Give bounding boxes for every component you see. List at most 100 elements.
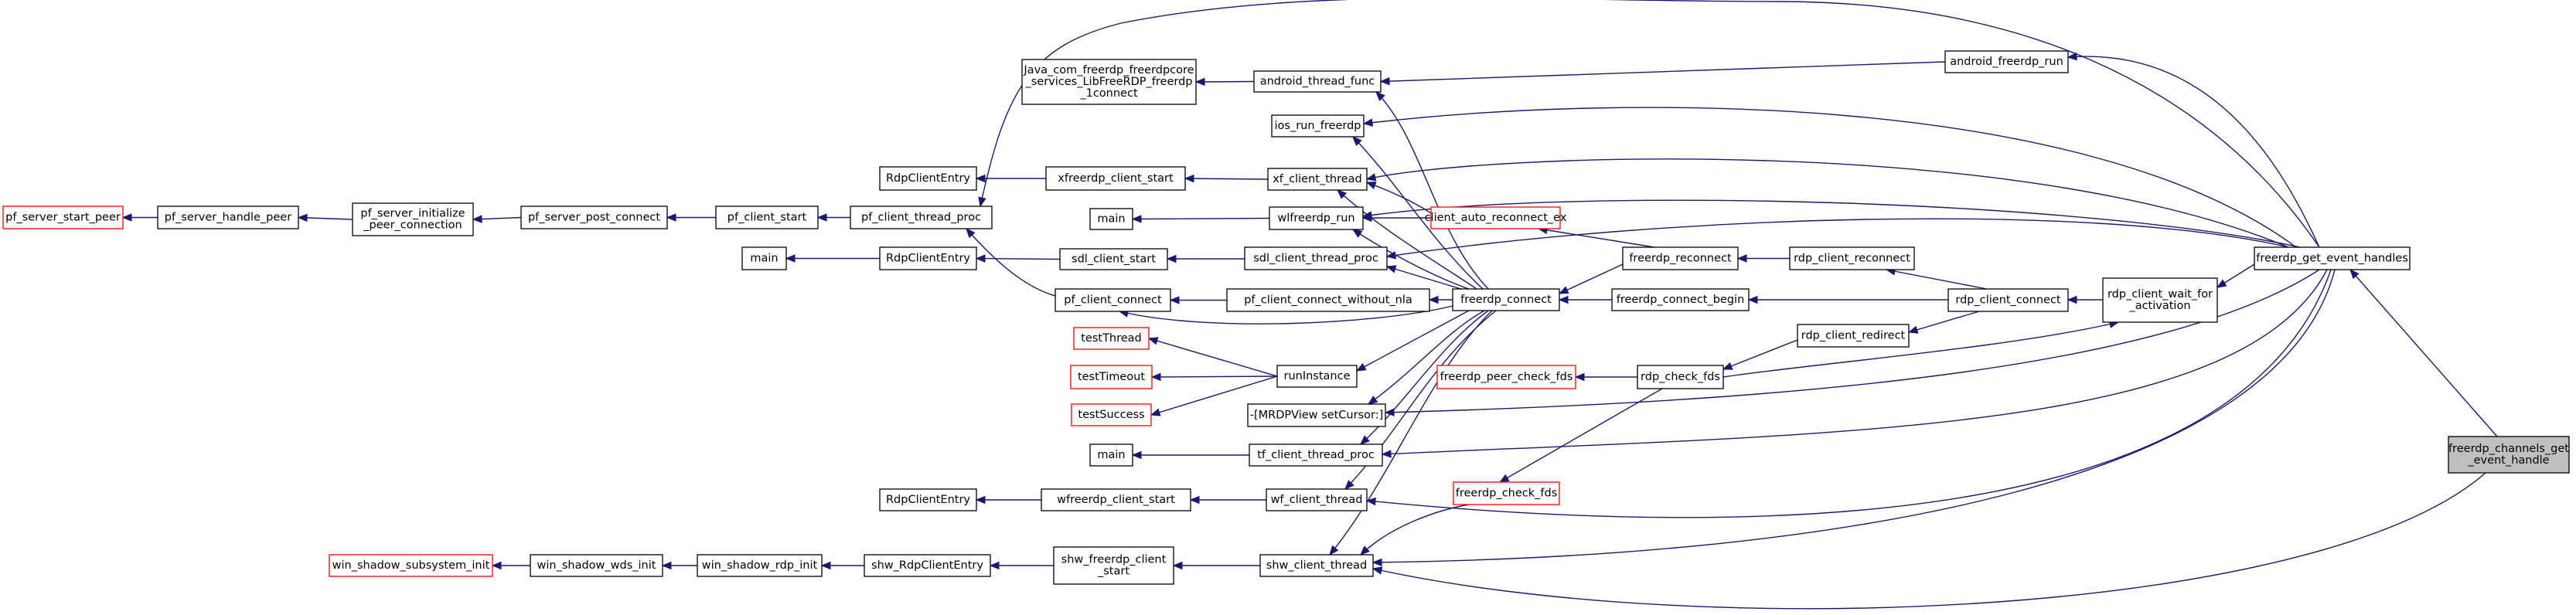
node-pf_server_handle_peer[interactable]: pf_server_handle_peer (157, 206, 299, 229)
node-main_sdl[interactable]: main (741, 246, 787, 270)
arrowhead-pf_server_initialize_peer_connection__pf_server_post_connect (472, 215, 482, 223)
node-win_shadow_rdp_init[interactable]: win_shadow_rdp_init (697, 554, 823, 577)
node-label: tf_client_thread_proc (1257, 449, 1375, 461)
arrowhead-shw_client_thread__freerdp_get_event_handles (1371, 558, 1382, 567)
node-pf_client_start[interactable]: pf_client_start (715, 206, 819, 229)
arrowhead-ios_run_freerdp__freerdp_connect (1352, 136, 1362, 146)
node-freerdp_connect_begin[interactable]: freerdp_connect_begin (1611, 288, 1750, 311)
node-pf_server_initialize_peer_connection[interactable]: pf_server_initialize_peer_connection (352, 202, 474, 236)
node-label: RdpClientEntry (886, 172, 970, 185)
arrowhead-freerdp_connect_begin__rdp_client_connect (1747, 295, 1758, 304)
node-label: pf_client_connect_without_nla (1244, 294, 1412, 307)
edges-layer (121, 0, 2498, 610)
node-rdp_client_redirect[interactable]: rdp_client_redirect (1797, 324, 1910, 348)
node-pf_server_post_connect[interactable]: pf_server_post_connect (520, 206, 668, 229)
arrowhead-runInstance__freerdp_connect (1355, 362, 1367, 372)
arrowhead-android_thread_func__android_freerdp_run (1379, 76, 1390, 86)
node-box (1622, 246, 1739, 270)
edge-pf_client_thread_proc__freerdp_get_event_handles (980, 0, 2320, 248)
node-xf_client_thread[interactable]: xf_client_thread (1267, 168, 1368, 191)
node-sdl_client_start[interactable]: sdl_client_start (1059, 248, 1168, 270)
edge-rdpclient_sdl__sdl_client_start (976, 257, 1061, 260)
edge-rdp_client_redirect__rdp_client_connect (1908, 311, 1980, 333)
edge-xfreerdp_client_start__xf_client_thread (1184, 178, 1269, 180)
node-main_tf[interactable]: main (1089, 443, 1133, 467)
node-main_wf[interactable]: main (1089, 208, 1133, 230)
node-rdp_client_connect[interactable]: rdp_client_connect (1947, 288, 2069, 312)
node-testTimeout[interactable]: testTimeout (1070, 365, 1153, 389)
node-ios_run_freerdp[interactable]: ios_run_freerdp (1271, 114, 1365, 138)
node-shw_client_thread[interactable]: shw_client_thread (1259, 554, 1374, 577)
edge-testThread__runInstance (1148, 338, 1278, 377)
arrowhead-shw_client_thread__freerdp_check_fds (1360, 545, 1370, 556)
node-tf_client_thread_proc[interactable]: tf_client_thread_proc (1249, 443, 1383, 467)
node-mrdpview_setcursor[interactable]: -[MRDPView setCursor:] (1247, 403, 1386, 427)
node-shw_rdpcliententry[interactable]: shw_RdpClientEntry (864, 554, 991, 577)
node-win_shadow_wds_init[interactable]: win_shadow_wds_init (530, 554, 663, 577)
node-box (2102, 277, 2218, 323)
node-win_shadow_subsystem_init[interactable]: win_shadow_subsystem_init (329, 554, 493, 577)
node-rdpclient_xf[interactable]: RdpClientEntry (879, 166, 977, 191)
arrowhead-testTimeout__runInstance (1150, 372, 1161, 382)
node-freerdp_channels_get_event_handle[interactable]: freerdp_channels_get_event_handle (2448, 436, 2570, 474)
node-shw_freerdp_client_start[interactable]: shw_freerdp_client_start (1053, 546, 1174, 585)
arrowhead-main_sdl__rdpclient_sdl (785, 254, 796, 263)
node-android_thread_func[interactable]: android_thread_func (1253, 70, 1382, 93)
node-box (1089, 208, 1133, 230)
node-wf_client_thread[interactable]: wf_client_thread (1266, 488, 1368, 511)
node-freerdp_connect[interactable]: freerdp_connect (1452, 288, 1560, 311)
node-testThread[interactable]: testThread (1073, 327, 1150, 350)
node-rdpclient_sdl[interactable]: RdpClientEntry (879, 246, 977, 270)
arrowhead-sdl_client_thread_proc__freerdp_connect (1385, 265, 1397, 274)
node-rdp_client_reconnect[interactable]: rdp_client_reconnect (1789, 246, 1915, 270)
arrowhead-android_freerdp_run__freerdp_get_event_handles (2067, 52, 2077, 61)
node-testSuccess[interactable]: testSuccess (1071, 403, 1152, 426)
node-rdp_client_wait_for_activation[interactable]: rdp_client_wait_for_activation (2102, 277, 2218, 323)
node-pf_client_connect_without_nla[interactable]: pf_client_connect_without_nla (1226, 288, 1430, 312)
node-java_connect[interactable]: Java_com_freerdp_freerdpcore_services_Li… (1021, 59, 1197, 105)
arrowhead-pf_client_connect_without_nla__freerdp_connect (1428, 295, 1439, 304)
node-box (1430, 206, 1561, 229)
edge-client_auto_reconnect_ex__freerdp_reconnect (1538, 228, 1655, 248)
node-android_freerdp_run[interactable]: android_freerdp_run (1944, 50, 2069, 73)
node-pf_server_start_peer[interactable]: pf_server_start_peer (2, 206, 124, 229)
node-label: _services_LibFreeRDP_freerdp (1024, 76, 1192, 88)
node-freerdp_peer_check_fds[interactable]: freerdp_peer_check_fds (1436, 365, 1576, 389)
node-client_auto_reconnect_ex[interactable]: client_auto_reconnect_ex (1425, 206, 1567, 229)
node-pf_client_thread_proc[interactable]: pf_client_thread_proc (850, 206, 993, 229)
node-freerdp_reconnect[interactable]: freerdp_reconnect (1622, 246, 1739, 270)
node-box (1059, 248, 1168, 270)
node-box (1259, 554, 1374, 577)
node-box (741, 246, 787, 270)
node-box (1070, 365, 1153, 389)
node-label: _peer_connection (363, 219, 462, 232)
arrowhead-testSuccess__runInstance (1150, 408, 1161, 416)
arrowhead-wfreerdp_client_start__wf_client_thread (1189, 495, 1200, 505)
arrowhead-wlfreerdp_run__freerdp_get_event_handles (1361, 211, 1373, 219)
node-wlfreerdp_run[interactable]: wlfreerdp_run (1269, 206, 1364, 230)
edge-shw_client_thread__freerdp_check_fds (1360, 504, 1470, 556)
node-freerdp_get_event_handles[interactable]: freerdp_get_event_handles (2254, 246, 2411, 270)
node-label: ios_run_freerdp (1275, 120, 1361, 132)
node-xfreerdp_client_start[interactable]: xfreerdp_client_start (1045, 166, 1186, 191)
node-box (1053, 546, 1174, 585)
node-rdpclient_wf[interactable]: RdpClientEntry (879, 488, 977, 511)
edge-pf_server_handle_peer__pf_server_initialize_peer_connection (298, 216, 353, 220)
arrowhead-rdp_client_connect__rdp_client_wait_for_activation (2067, 295, 2077, 304)
node-rdp_check_fds[interactable]: rdp_check_fds (1637, 365, 1724, 389)
arrowhead-shw_freerdp_client_start__shw_client_thread (1172, 561, 1183, 570)
edge-shw_client_thread__freerdp_get_event_handles (1372, 269, 2336, 563)
node-pf_client_connect[interactable]: pf_client_connect (1055, 288, 1171, 312)
node-label: android_thread_func (1260, 76, 1375, 88)
edge-freerdp_get_event_handles__freerdp_channels_get_event_handle (2349, 269, 2498, 437)
node-sdl_client_thread_proc[interactable]: sdl_client_thread_proc (1244, 246, 1388, 270)
node-box (1452, 288, 1560, 311)
node-runInstance[interactable]: runInstance (1276, 365, 1358, 388)
node-freerdp_check_fds[interactable]: freerdp_check_fds (1453, 481, 1560, 505)
node-label: rdp_client_redirect (1801, 330, 1906, 342)
node-wfreerdp_client_start[interactable]: wfreerdp_client_start (1041, 488, 1191, 511)
edge-rdp_client_wait_for_activation__rdp_check_fds (1722, 321, 2119, 378)
node-label: wlfreerdp_run (1277, 212, 1354, 225)
node-label: sdl_client_start (1072, 253, 1156, 266)
node-box (1637, 365, 1724, 389)
